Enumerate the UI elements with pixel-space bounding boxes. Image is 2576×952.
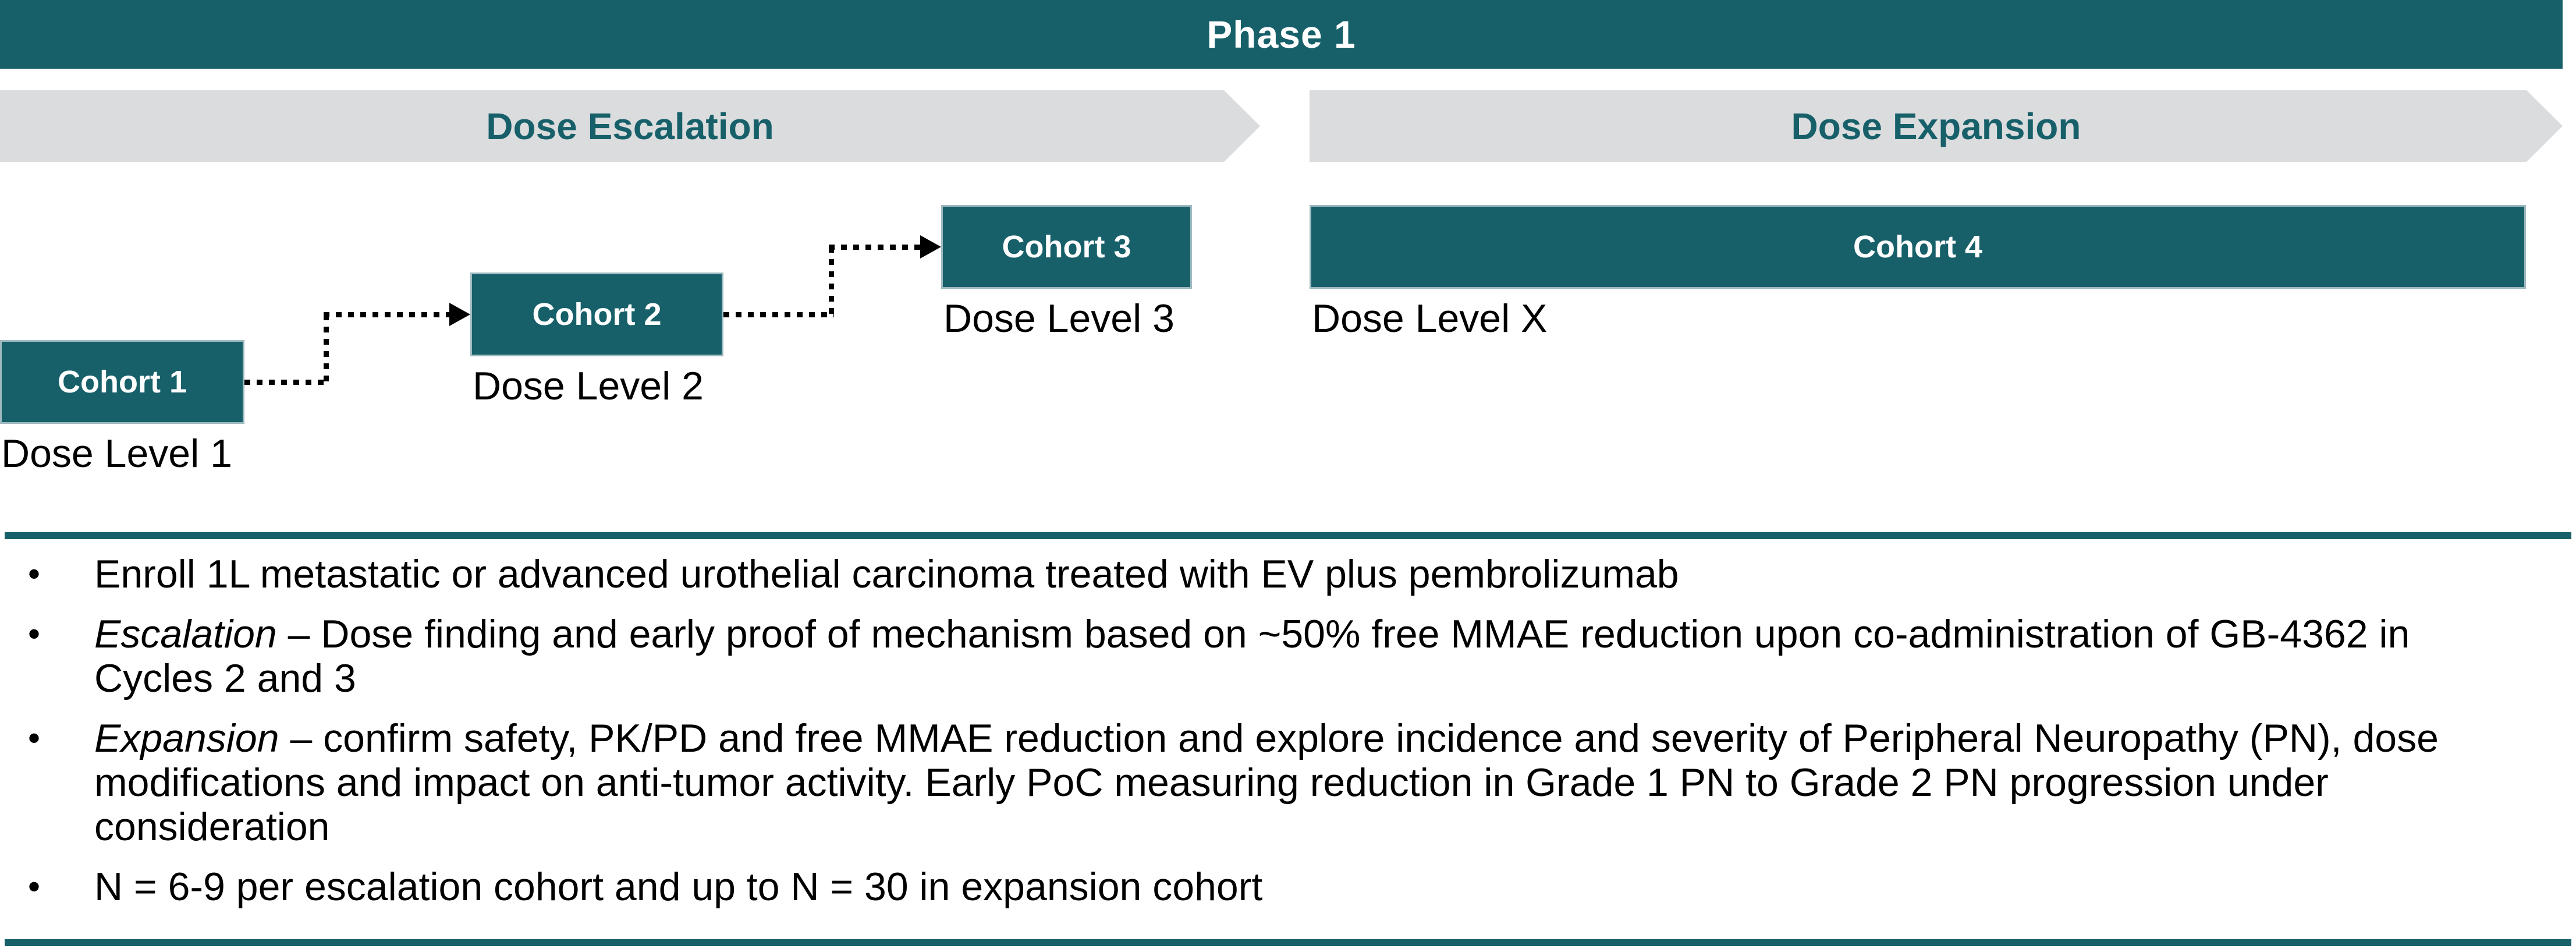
bullet-glyph: •	[28, 719, 41, 758]
arrowhead-icon	[920, 235, 941, 259]
dose-escalation-arrow: Dose Escalation	[0, 90, 1260, 162]
connector-cohort1-cohort2-segment	[244, 380, 329, 385]
cohort-4-box: Cohort 4	[1310, 205, 2526, 289]
connector-cohort2-cohort3-segment	[829, 247, 834, 317]
bullet-text-line: Cycles 2 and 3	[94, 656, 356, 700]
arrowhead-icon	[449, 303, 470, 326]
dose-level-3-caption: Dose Level 3	[943, 296, 1175, 341]
dose-level-x-caption: Dose Level X	[1312, 296, 1548, 341]
bullet-glyph: •	[28, 554, 41, 593]
bullet-text-line: consideration	[94, 805, 330, 849]
bullet-text-line: Escalation – Dose finding and early proo…	[94, 612, 2410, 656]
bullet-text-line: Enroll 1L metastatic or advanced urothel…	[94, 552, 1679, 596]
top-divider-rule	[5, 532, 2571, 539]
cohort-1-box: Cohort 1	[0, 340, 244, 424]
bullet-text-line: N = 6-9 per escalation cohort and up to …	[94, 865, 1263, 909]
study-notes-bullet-list: • Enroll 1L metastatic or advanced urothe…	[26, 552, 2569, 925]
dose-expansion-arrow: Dose Expansion	[1310, 90, 2563, 162]
bullet-text-line: modifications and impact on anti-tumor a…	[94, 760, 2329, 805]
connector-cohort2-cohort3-segment	[829, 245, 920, 250]
phase-banner-title: Phase 1	[1207, 13, 1356, 56]
connector-cohort2-cohort3-segment	[723, 312, 834, 317]
phase-banner: Phase 1	[0, 0, 2563, 69]
bullet-glyph: •	[28, 614, 41, 653]
dose-level-1-caption: Dose Level 1	[1, 431, 232, 476]
bullet-text-line: Expansion – confirm safety, PK/PD and fr…	[94, 716, 2439, 760]
cohort-2-box: Cohort 2	[470, 272, 723, 356]
bullet-item: • Enroll 1L metastatic or advanced urothe…	[26, 552, 2569, 596]
cohort-1-label: Cohort 1	[58, 364, 187, 399]
connector-cohort1-cohort2-segment	[324, 312, 449, 317]
dose-expansion-label: Dose Expansion	[1791, 105, 2081, 147]
bottom-divider-rule	[5, 939, 2571, 946]
cohort-4-label: Cohort 4	[1853, 229, 1982, 264]
dose-escalation-label: Dose Escalation	[486, 105, 774, 147]
bullet-item: • Escalation – Dose finding and early pro…	[26, 612, 2569, 700]
bullet-item: • Expansion – confirm safety, PK/PD and f…	[26, 716, 2569, 849]
connector-cohort1-cohort2-segment	[324, 314, 329, 385]
bullet-item: • N = 6-9 per escalation cohort and up to…	[26, 865, 2569, 909]
cohort-3-box: Cohort 3	[941, 205, 1192, 289]
dose-level-2-caption: Dose Level 2	[473, 364, 704, 408]
cohort-3-label: Cohort 3	[1002, 229, 1131, 264]
bullet-glyph: •	[28, 867, 41, 906]
cohort-2-label: Cohort 2	[532, 297, 662, 332]
